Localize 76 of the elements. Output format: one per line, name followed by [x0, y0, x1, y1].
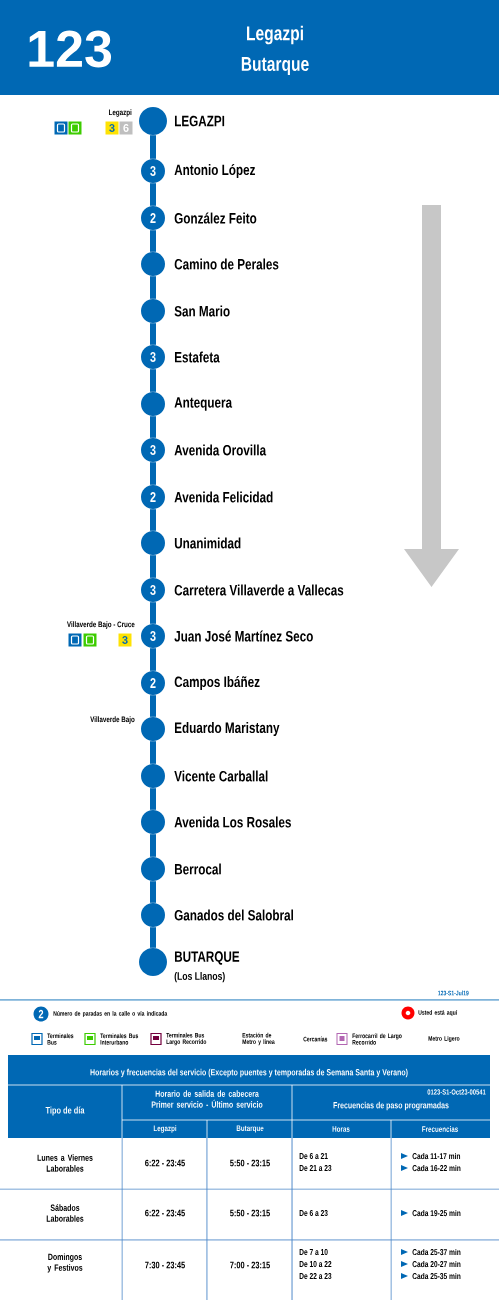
stop-name: Avenida Los Rosales	[174, 816, 291, 828]
stop-name: BUTARQUE	[175, 951, 240, 965]
route-line	[150, 416, 156, 438]
route-line	[150, 555, 156, 578]
table-cell: 6:22 - 23:45	[145, 1159, 185, 1167]
transfer-label: Legazpi	[109, 109, 132, 117]
table-heading: Frecuencias de paso programadas	[333, 1101, 449, 1111]
route-line	[150, 509, 156, 531]
table-cell: Cada 25-35 min	[412, 1272, 461, 1280]
table-cell: Sábados Laborables	[46, 1204, 84, 1222]
route-line	[150, 183, 156, 206]
stop-name: Ganados del Salobral	[174, 909, 293, 921]
table-cell: De 21 a 23	[299, 1165, 332, 1171]
stop-name: Unanimidad	[174, 537, 241, 549]
route-line	[150, 927, 156, 948]
table-cell: Cada 20-27 min	[412, 1260, 461, 1268]
stop-name: Juan José Martínez Seco	[174, 630, 313, 642]
stop-name: Berrocal	[175, 863, 221, 875]
table-cell: De 22 a 23	[299, 1273, 332, 1279]
table-cell: Cada 16-22 min	[412, 1164, 461, 1172]
route-number: 123	[29, 30, 112, 68]
stop-name: Eduardo Maristany	[175, 722, 280, 736]
route-line	[150, 648, 156, 671]
table-heading: Horarios y frecuencias del servicio (Excepto puentes y temporadas de Semana Santa y Verano)	[90, 1068, 408, 1078]
stop-name: Vicente Carballal	[174, 770, 268, 782]
route-line	[150, 788, 156, 810]
route-line	[150, 881, 156, 903]
route-line	[150, 230, 156, 252]
table-cell: De 6 a 23	[299, 1210, 328, 1216]
line-badge: 3	[105, 121, 119, 135]
stop-name: Estafeta	[175, 351, 220, 363]
table-cell: De 6 a 21	[299, 1153, 328, 1159]
stop-name: Antequera	[174, 397, 233, 411]
stop-name: San Mario	[174, 305, 230, 317]
table-cell: Cada 25-37 min	[412, 1248, 461, 1256]
line-badge: 3	[118, 633, 132, 647]
table-heading: Frecuencias	[422, 1126, 458, 1132]
transfer-label: Villaverde Bajo	[90, 716, 135, 724]
table-cell: Cada 19-25 min	[412, 1209, 461, 1217]
route-line	[150, 369, 156, 392]
table-heading: Butarque	[236, 1125, 264, 1133]
table-cell: 7:00 - 23:15	[230, 1261, 270, 1269]
route-line	[150, 462, 156, 485]
transfer-label: Villaverde Bajo - Cruce	[67, 621, 135, 629]
route-line	[150, 602, 156, 624]
table-cell: Lunes a Viernes Laborables	[37, 1154, 93, 1172]
stop-name: Avenida Orovilla	[174, 444, 267, 456]
route-line	[150, 323, 156, 345]
table-cell: 6:22 - 23:45	[145, 1209, 185, 1217]
table-cell: 5:50 - 23:15	[230, 1159, 270, 1167]
stop-name: Avenida Felicidad	[174, 491, 273, 503]
line-badge: 6	[119, 121, 133, 135]
stop-name: Campos Ibáñez	[174, 675, 260, 691]
terminal-name: Butarque	[241, 57, 309, 75]
route-line	[150, 276, 156, 299]
table-cell: Domingos y Festivos	[47, 1253, 83, 1273]
route-line	[150, 135, 156, 159]
terminal-name: Legazpi	[247, 25, 303, 45]
stop-name: Camino de Perales	[174, 258, 279, 270]
stop-name: Carretera Villaverde a Vallecas	[174, 584, 344, 596]
table-heading: Legazpi	[153, 1125, 177, 1133]
stop-name: Antonio López	[174, 163, 255, 179]
stop-name: LEGAZPI	[175, 115, 225, 127]
table-cell: De 7 a 10	[299, 1249, 328, 1255]
table-heading: Horas	[332, 1126, 350, 1132]
route-line	[150, 741, 156, 764]
table-heading: Tipo de día	[45, 1106, 85, 1116]
route-line	[150, 834, 156, 857]
table-cell: 7:30 - 23:45	[145, 1261, 185, 1269]
stop-name: González Feito	[174, 212, 257, 224]
table-cell: Cada 11-17 min	[412, 1152, 461, 1160]
table-cell: 5:50 - 23:15	[230, 1209, 270, 1217]
table-cell: De 10 a 22	[299, 1261, 332, 1267]
table-heading: Horario de salida de cabecera Primer servicio - Último servicio	[151, 1090, 263, 1108]
route-line	[150, 695, 156, 717]
stop-subtitle: (Los Llanos)	[174, 971, 225, 983]
